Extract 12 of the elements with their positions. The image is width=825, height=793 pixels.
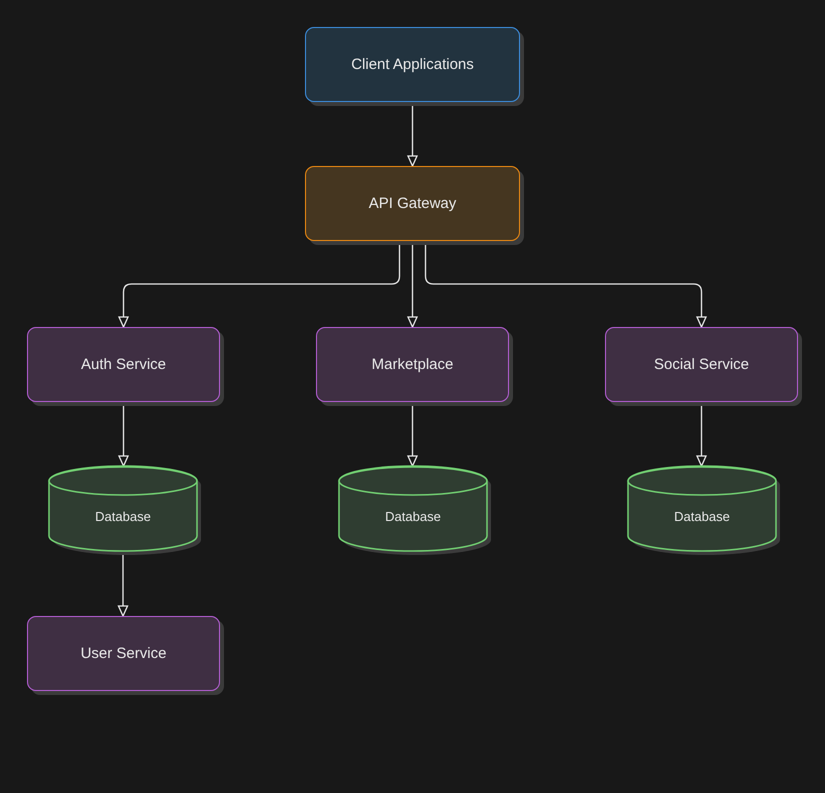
node-label: Social Service [654,356,750,374]
node-label: Database [95,509,151,525]
node-label: Auth Service [80,356,166,374]
node-label: Database [385,509,441,525]
node-label: Database [674,509,730,525]
database-cylinder [627,466,777,552]
node-label: API Gateway [368,194,456,212]
database-cylinder [48,466,198,552]
node-label: Marketplace [372,356,454,374]
node-label: Client Applications [351,56,474,74]
node-label: User Service [80,644,166,662]
database-cylinder [338,466,488,552]
